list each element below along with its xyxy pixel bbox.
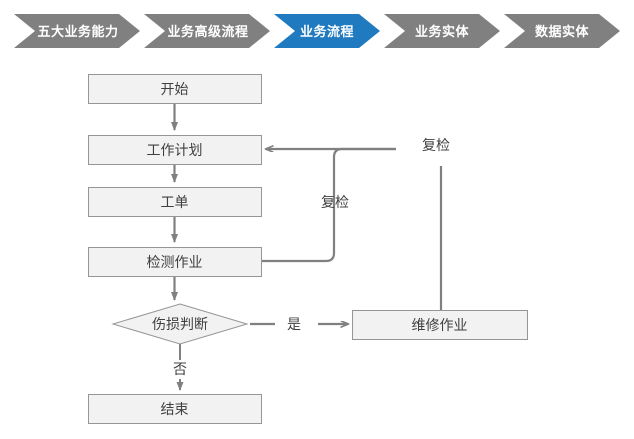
node-end-label[interactable]: 结束 (160, 401, 189, 417)
node-inspection-shape[interactable] (88, 247, 262, 277)
node-start-shape[interactable] (88, 74, 262, 104)
node-start-label[interactable]: 开始 (160, 81, 189, 97)
edge-label-yes: 是 (287, 316, 301, 332)
node-work-plan-label[interactable]: 工作计划 (146, 142, 203, 158)
breadcrumb-chevron-4-shape[interactable] (504, 14, 620, 48)
node-repair-label[interactable]: 维修作业 (411, 317, 468, 333)
breadcrumb-chevron-2-shape[interactable] (274, 14, 380, 48)
breadcrumb-chevron-0-shape[interactable] (14, 14, 140, 48)
edge-label-recheck-outer: 复检 (422, 137, 450, 153)
edge-label-no: 否 (173, 361, 187, 377)
breadcrumb-item-0-label[interactable]: 五大业务能力 (37, 24, 119, 39)
node-damage-decision-shape[interactable] (111, 303, 249, 345)
node-work-order-label[interactable]: 工单 (160, 194, 189, 210)
breadcrumb-item-1-label[interactable]: 业务高级流程 (167, 24, 249, 39)
breadcrumb-item-4-label[interactable]: 数据实体 (534, 24, 589, 39)
breadcrumb: 五大业务能力 业务高级流程 业务流程 业务实体 数据实体 (0, 0, 634, 62)
node-work-plan-shape[interactable] (88, 135, 262, 165)
breadcrumb-chevron-3-shape[interactable] (384, 14, 500, 48)
node-repair-shape[interactable] (352, 310, 528, 340)
breadcrumb-item-3-label[interactable]: 业务实体 (414, 24, 469, 39)
edge-label-recheck-inner: 复检 (321, 194, 349, 210)
node-end-shape[interactable] (88, 394, 262, 424)
node-work-order-shape[interactable] (88, 187, 262, 217)
node-inspection-label[interactable]: 检测作业 (146, 254, 203, 270)
breadcrumb-item-2-label[interactable]: 业务流程 (299, 24, 354, 39)
node-damage-decision-label[interactable]: 伤损判断 (152, 316, 208, 332)
breadcrumb-chevron-1-shape[interactable] (144, 14, 270, 48)
